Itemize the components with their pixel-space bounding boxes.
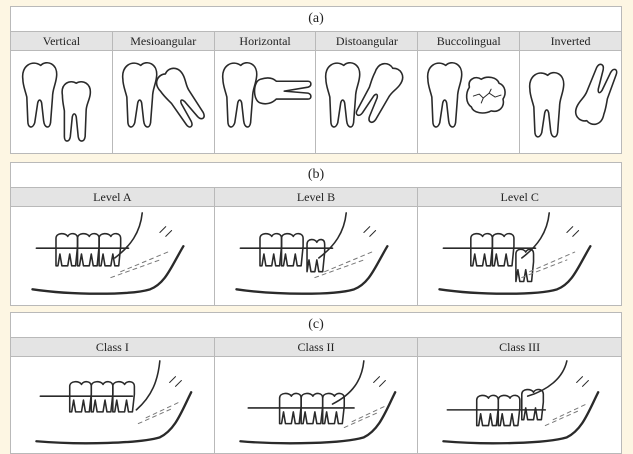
header-class-i: Class I <box>11 338 215 356</box>
header-distoangular: Distoangular <box>316 32 418 50</box>
level-b-jaw-drawing <box>215 207 418 305</box>
horizontal-tooth-drawing <box>215 51 316 153</box>
panel-c-header-row: Class I Class II Class III <box>11 338 621 357</box>
header-mesioangular: Mesioangular <box>113 32 215 50</box>
panel-a-header-row: Vertical Mesioangular Horizontal Distoan… <box>11 32 621 51</box>
panel-b-header-row: Level A Level B Level C <box>11 188 621 207</box>
vertical-tooth-drawing <box>11 51 112 153</box>
class-ii-jaw-drawing <box>215 357 418 453</box>
panel-b-depth: (b) Level A Level B Level C <box>10 162 622 306</box>
mesioangular-illustration <box>113 51 215 153</box>
level-a-jaw-drawing <box>11 207 214 305</box>
header-level-c: Level C <box>418 188 621 206</box>
panel-a-caption: (a) <box>11 7 621 32</box>
class-ii-illustration <box>215 357 419 453</box>
buccolingual-illustration <box>418 51 520 153</box>
panel-c-image-row <box>11 357 621 453</box>
class-iii-illustration <box>418 357 621 453</box>
header-class-iii: Class III <box>418 338 621 356</box>
panel-c-ramus-relation: (c) Class I Class II Class III <box>10 312 622 454</box>
horizontal-illustration <box>215 51 317 153</box>
mesioangular-tooth-drawing <box>113 51 214 153</box>
class-iii-jaw-drawing <box>418 357 621 453</box>
header-horizontal: Horizontal <box>215 32 317 50</box>
inverted-tooth-drawing <box>520 51 621 153</box>
class-i-jaw-drawing <box>11 357 214 453</box>
header-inverted: Inverted <box>520 32 621 50</box>
distoangular-tooth-drawing <box>316 51 417 153</box>
level-a-illustration <box>11 207 215 305</box>
inverted-illustration <box>520 51 621 153</box>
header-class-ii: Class II <box>215 338 419 356</box>
level-c-jaw-drawing <box>418 207 621 305</box>
distoangular-illustration <box>316 51 418 153</box>
header-buccolingual: Buccolingual <box>418 32 520 50</box>
header-level-b: Level B <box>215 188 419 206</box>
class-i-illustration <box>11 357 215 453</box>
header-vertical: Vertical <box>11 32 113 50</box>
panel-c-caption: (c) <box>11 313 621 338</box>
buccolingual-tooth-drawing <box>418 51 519 153</box>
vertical-illustration <box>11 51 113 153</box>
panel-a-angulation: (a) Vertical Mesioangular Horizontal Dis… <box>10 6 622 154</box>
panel-b-image-row <box>11 207 621 305</box>
panel-a-image-row <box>11 51 621 153</box>
header-level-a: Level A <box>11 188 215 206</box>
panel-b-caption: (b) <box>11 163 621 188</box>
level-c-illustration <box>418 207 621 305</box>
level-b-illustration <box>215 207 419 305</box>
